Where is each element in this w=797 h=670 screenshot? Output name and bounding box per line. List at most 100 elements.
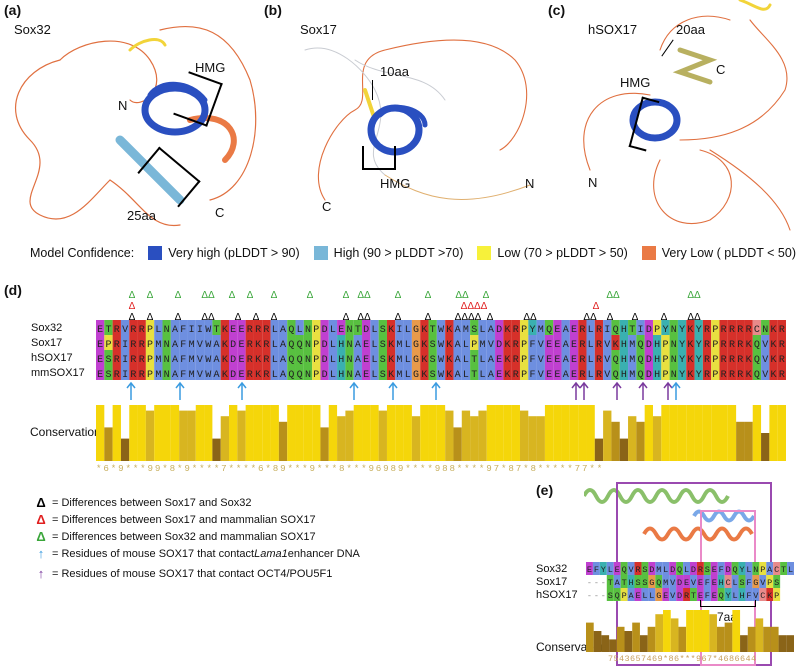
alignment-e-residue: E	[615, 565, 620, 575]
alignment-d-residue: R	[247, 325, 253, 336]
conservation-e-bar	[671, 618, 679, 652]
alignment-d-residue: Q	[754, 355, 760, 366]
alignment-e-residue: H	[719, 578, 724, 588]
alignment-d-residue: L	[330, 325, 336, 336]
alignment-d-residue: P	[712, 340, 718, 351]
alignment-e-residue: E	[684, 578, 689, 588]
alignment-d-residue: T	[430, 325, 436, 336]
alignment-e-residue: S	[635, 578, 640, 588]
svg-text:Δ: Δ	[247, 290, 254, 301]
sequence-alignment-hmg: ETRVRRPLNAFIIWTKEERRRLAQLNPDLENTDLSKILGK…	[96, 320, 786, 382]
conservation-d-bar	[503, 405, 511, 461]
conservation-d-bar	[620, 439, 628, 461]
alignment-d-residue: E	[571, 355, 577, 366]
conservation-d-bar	[304, 405, 312, 461]
alignment-e-residue: E	[712, 565, 717, 575]
contact-residue-arrows	[96, 380, 786, 402]
alignment-d-residue: R	[513, 340, 519, 351]
svg-text:Δ: Δ	[175, 290, 182, 301]
alignment-d-residue: A	[488, 325, 494, 336]
conservation-d-bar	[370, 405, 378, 461]
alignment-d-residue: S	[380, 340, 386, 351]
alignment-d-residue: D	[646, 325, 652, 336]
alignment-d-residue: R	[721, 340, 727, 351]
alignment-e-residue: R	[684, 591, 689, 601]
alignment-d-residue: A	[563, 355, 569, 366]
alignment-d-residue: S	[380, 325, 386, 336]
alignment-d-residue: R	[746, 325, 752, 336]
alignment-e-residue: F	[719, 565, 724, 575]
alignment-d-residue: A	[214, 355, 220, 366]
black-triangle-icon: Δ	[30, 495, 52, 510]
alignment-d-residue: R	[721, 355, 727, 366]
alignment-e-residue: Q	[656, 578, 661, 588]
conservation-d-bar	[312, 405, 320, 461]
alignment-d-residue: S	[430, 355, 436, 366]
legend-text-3: = Differences between Sox32 and mammalia…	[52, 531, 316, 543]
alignment-d-residue: R	[729, 325, 735, 336]
alignment-d-residue: Y	[696, 355, 702, 366]
conservation-e-bar	[586, 623, 594, 652]
conservation-d-bar	[320, 427, 328, 461]
alignment-e-residue: L	[684, 565, 689, 575]
conservation-d-bar	[221, 416, 229, 461]
svg-text:ΔΔ: ΔΔ	[201, 290, 215, 301]
alignment-d-residue: L	[330, 355, 336, 366]
conservation-d-bar	[279, 422, 287, 461]
alignment-d-residue: R	[779, 355, 785, 366]
alignment-e-residue: E	[712, 578, 717, 588]
alignment-d-residue: A	[280, 355, 286, 366]
alignment-d-residue: R	[255, 325, 261, 336]
alignment-d-residue: F	[180, 325, 186, 336]
conservation-d-bar	[586, 405, 594, 461]
alignment-d-residue: L	[330, 340, 336, 351]
alignment-d-residue: S	[105, 355, 111, 366]
alignment-e-residue: Q	[677, 565, 682, 575]
panel-e-label: (e)	[536, 482, 553, 498]
panel-b-length: 10aa	[380, 64, 409, 79]
conservation-d-bar	[337, 416, 345, 461]
conservation-d-bar	[420, 405, 428, 461]
alignment-d-residue: M	[155, 340, 161, 351]
legend-sox17-vs-sox32: Δ = Differences between Sox17 and Sox32	[30, 495, 251, 510]
svg-text:Δ: Δ	[343, 290, 350, 301]
alignment-d-residue: R	[779, 325, 785, 336]
conservation-d-bar	[287, 405, 295, 461]
alignment-d-residue: Y	[696, 340, 702, 351]
conservation-e-bar	[663, 610, 671, 652]
conservation-d-bar	[778, 405, 786, 461]
alignment-d-residue: K	[421, 325, 427, 336]
alignment-d-residue: T	[471, 355, 477, 366]
model-confidence-title: Model Confidence:	[30, 246, 134, 260]
alignment-d-residue: K	[255, 340, 261, 351]
alignment-d-residue: V	[122, 325, 128, 336]
alignment-d-residue: L	[463, 340, 469, 351]
alignment-d-residue: V	[488, 340, 494, 351]
conservation-d-bar	[354, 405, 362, 461]
alignment-e-residue: -	[594, 591, 599, 601]
alignment-name-sox32: Sox32	[31, 322, 62, 334]
alignment-d-residue: L	[371, 340, 377, 351]
alignment-d-residue: Q	[297, 355, 303, 366]
alignment-name-hsox17: hSOX17	[31, 352, 73, 364]
alignment-d-residue: M	[396, 340, 402, 351]
svg-text:Δ: Δ	[271, 290, 278, 301]
conservation-d-bar	[753, 405, 761, 461]
alignment-d-residue: M	[396, 355, 402, 366]
alignment-d-residue: E	[238, 340, 244, 351]
alignment-d-residue: T	[214, 325, 220, 336]
panel-b-n: N	[525, 176, 534, 191]
panel-e-name-sox17: Sox17	[536, 576, 567, 588]
conservation-e-bar	[786, 635, 794, 652]
alignment-d-residue: E	[546, 355, 552, 366]
conservation-d-bar	[470, 416, 478, 461]
alignment-d-residue: K	[446, 355, 452, 366]
conservation-e-bar	[763, 627, 771, 652]
purple-arrow-icon: ↑	[30, 566, 52, 581]
conservation-d-bar	[237, 411, 245, 461]
panel-e-name-hsox17: hSOX17	[536, 589, 578, 601]
alignment-d-residue: N	[305, 355, 311, 366]
alignment-name-sox17: Sox17	[31, 337, 62, 349]
alignment-d-residue: K	[421, 340, 427, 351]
svg-text:Δ: Δ	[307, 290, 314, 301]
